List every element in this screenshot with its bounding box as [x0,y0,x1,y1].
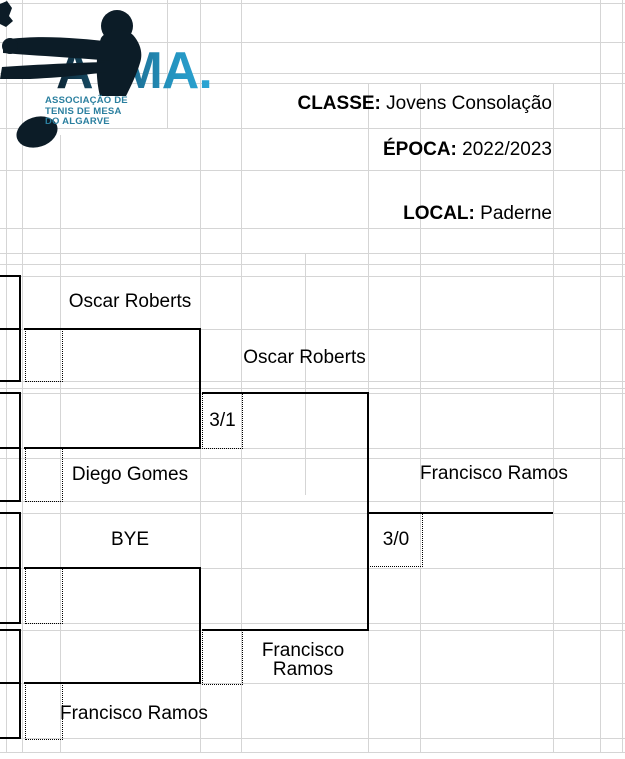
winner-name-sf-bottom-line2: Ramos [272,659,334,680]
gridline-horizontal [0,42,625,43]
score-cell-semifinal-bottom [202,630,243,685]
gridline-vertical [167,0,168,128]
bracket-line-horizontal [0,447,20,449]
score-cell-r1-match4 [25,683,63,740]
gridline-vertical [22,0,23,752]
score-cell-semifinal-top: 3/1 [202,393,243,449]
field-epoca: ÉPOCA: 2022/2023 [383,139,552,161]
bracket-line-horizontal [24,567,200,569]
bracket-line-horizontal [202,629,368,631]
gridline-horizontal [0,501,625,502]
gridline-horizontal [0,3,625,4]
score-cell-r1-match1 [25,329,63,382]
gridline-vertical [6,0,7,752]
winner-name-sf-bottom-line1: Francisco [261,640,345,661]
gridline-vertical [553,83,554,752]
gridline-horizontal [0,513,625,514]
bracket-line-horizontal [0,500,20,502]
gridline-vertical [305,253,306,495]
gridline-horizontal [0,83,625,84]
gridline-horizontal [0,381,625,382]
winner-name-semifinal-bottom: Francisco Ramos [241,641,365,679]
logo-subtitle: ASSOCIAÇÃO DE TENIS DE MESA DO ALGARVE [45,95,128,128]
gridline-horizontal [0,128,625,129]
gridline-horizontal [0,388,625,389]
player-name-sf-bottom-2: Francisco Ramos [60,703,208,724]
field-local-value: Paderne [480,203,552,224]
field-local-label: LOCAL: [403,203,475,224]
gridline-horizontal [0,458,625,459]
field-local: LOCAL: Paderne [403,203,552,225]
score-cell-r1-match3 [25,568,63,624]
gridline-horizontal [0,568,625,569]
gridline-horizontal [0,329,625,330]
gridline-vertical [600,0,601,752]
gridline-vertical [420,83,421,752]
player-name-sf-top-1: Oscar Roberts [68,291,192,312]
score-cell-r1-match2 [25,448,63,502]
bracket-line-horizontal [24,447,200,449]
bracket-line-horizontal [0,275,20,277]
field-classe: CLASSE: Jovens Consolação [297,93,552,115]
field-classe-label: CLASSE: [297,93,381,114]
gridline-horizontal [0,276,625,277]
logo-subtitle-line2: TENIS DE MESA [45,105,122,117]
field-classe-value: Jovens Consolação [386,93,552,114]
gridline-vertical [241,0,242,752]
bracket-line-horizontal [0,682,20,684]
gridline-horizontal [0,738,625,739]
bracket-line-horizontal [0,737,20,739]
bracket-line-horizontal [0,629,20,631]
gridline-vertical [60,135,61,752]
bracket-line-horizontal [24,328,200,330]
gridline-horizontal [0,253,625,254]
table-tennis-player-silhouette-icon [0,1,142,148]
bracket-line-horizontal [0,622,20,624]
bracket-line-horizontal [24,682,200,684]
player-name-sf-bottom-1: BYE [110,529,150,550]
winner-name-final: Francisco Ramos [420,463,568,484]
bracket-line-horizontal [0,380,20,382]
bracket-line-horizontal [0,392,20,394]
player-name-sf-top-2: Diego Gomes [71,464,189,485]
field-epoca-label: ÉPOCA: [382,139,457,160]
bracket-line-vertical [19,629,21,739]
gridline-horizontal [0,170,625,171]
gridline-horizontal [0,73,625,74]
logo-subtitle-line3: DO ALGARVE [45,116,110,127]
gridline-vertical [622,0,623,752]
logo-subtitle-line1: ASSOCIAÇÃO DE [45,95,128,106]
bracket-line-vertical [19,392,21,502]
bracket-line-horizontal [0,567,20,569]
gridline-horizontal [0,683,625,684]
gridline-horizontal [0,228,625,229]
bracket-line-horizontal [0,328,20,330]
winner-name-semifinal-top: Oscar Roberts [243,347,366,368]
gridline-horizontal [0,752,625,753]
gridline-horizontal [0,264,625,265]
bracket-line-vertical [19,512,21,624]
bracket-line-vertical [199,328,201,449]
score-cell-final: 3/0 [370,513,423,567]
bracket-line-horizontal [369,512,553,514]
bracket-line-horizontal [0,512,20,514]
bracket-line-horizontal [202,392,368,394]
bracket-line-vertical [199,567,201,684]
gridline-horizontal [0,448,625,449]
field-epoca-value: 2022/2023 [462,139,552,160]
bracket-line-vertical [19,275,21,382]
gridline-horizontal [0,623,625,624]
bracket-line-vertical [367,392,369,631]
